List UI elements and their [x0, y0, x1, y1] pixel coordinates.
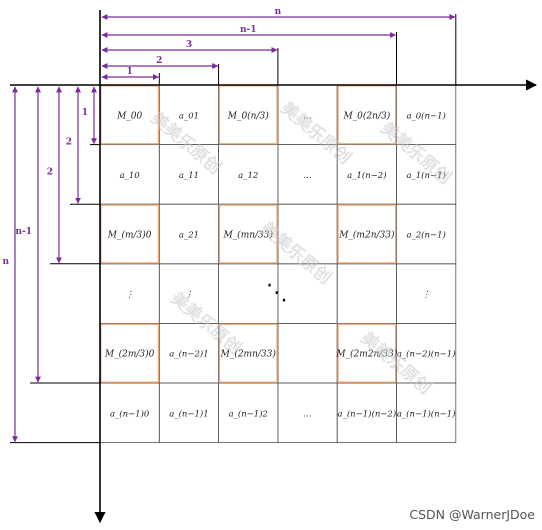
- cell-label: a_11: [179, 171, 199, 181]
- width-dimension-label: 2: [156, 56, 162, 66]
- highlight-cell: [337, 204, 397, 264]
- cell-label: M_(2m/3)0: [104, 349, 155, 360]
- watermark-text: 美美乐原创: [277, 98, 356, 169]
- matrix-grid: [99, 84, 457, 443]
- cell-label: M_(2m2n/33): [335, 349, 397, 360]
- cell-label: a_2(n−1): [406, 230, 445, 241]
- cell-label: a_(n−2)(n−1): [397, 349, 456, 360]
- cell-label: a_21: [179, 231, 199, 241]
- grid-cell: [396, 382, 457, 443]
- cell-label: M_(mn/33): [222, 230, 273, 241]
- axes: [10, 10, 538, 524]
- cell-label: a_(n−1)(n−2): [338, 408, 397, 419]
- highlight-cell: [337, 323, 397, 383]
- grid-cell: [277, 322, 338, 384]
- cell-label: ⋮: [125, 290, 134, 300]
- cell-label: a_(n−2)1: [169, 349, 208, 360]
- height-dimension-label: 2: [47, 167, 53, 177]
- cell-label: ⋮: [185, 290, 194, 300]
- width-dimension-label: 3: [186, 40, 192, 50]
- width-dimension-label: 1: [127, 67, 133, 77]
- matrix-cells: M_00 a_01 M_0(n/3) … M_0(2n/3) a_0(n−1) a_10 a_…: [104, 110, 456, 419]
- highlight-cell: [218, 323, 278, 383]
- height-dimension-label: n: [2, 257, 9, 267]
- cell-label: M_0(n/3): [227, 110, 270, 121]
- cell-label: …: [303, 171, 312, 181]
- cell-label: a_0(n−1): [406, 110, 445, 121]
- cell-label: a_01: [179, 111, 199, 121]
- cell-label: a_(n−1)2: [229, 408, 268, 419]
- height-dimension-label: 2: [66, 138, 72, 148]
- cell-label: a_(n−1)0: [110, 408, 150, 419]
- cell-label: M_0(2n/3): [342, 110, 390, 121]
- highlight-cell: [218, 204, 278, 264]
- credit-text: CSDN @WarnerJDoe: [409, 507, 535, 522]
- cell-label: a_12: [238, 171, 258, 181]
- cell-label: ⋮: [422, 290, 431, 300]
- cell-label: M_00: [116, 111, 142, 121]
- cell-label: a_1(n−1): [406, 170, 445, 181]
- height-dimension-label: n-1: [15, 227, 32, 237]
- dimension-lines: 1 2 3 n-1 n 1 2 2 n-1 n: [2, 7, 456, 443]
- width-dimension-label: n-1: [240, 25, 257, 35]
- height-dimension-label: 1: [82, 108, 88, 118]
- cell-label: M_(2mn/33): [220, 349, 277, 360]
- cell-label: a_(n−1)1: [169, 408, 208, 419]
- cell-label: M_(m2n/33): [338, 230, 395, 241]
- grid-cell: [336, 263, 397, 324]
- cell-label: a_10: [120, 171, 141, 181]
- cell-label: a_(n−1)(n−1): [397, 408, 456, 419]
- watermark-text: 美美乐原创: [257, 218, 336, 289]
- cell-label: …: [303, 409, 312, 419]
- center-dots: ⋱: [266, 281, 288, 306]
- cell-label: …: [303, 111, 312, 121]
- cell-label: a_1(n−2): [347, 170, 386, 181]
- cell-label: M_(m/3)0: [107, 230, 152, 241]
- width-dimension-label: n: [275, 7, 282, 17]
